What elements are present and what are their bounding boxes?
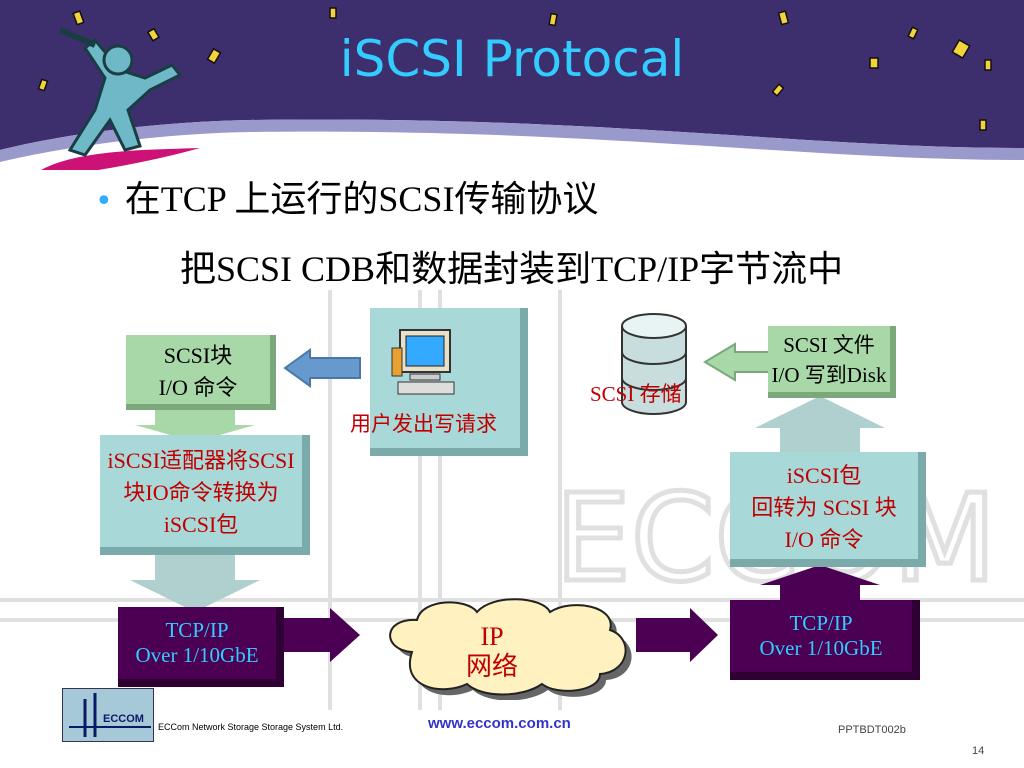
- scsi-block-line2: I/O 命令: [158, 374, 238, 400]
- tcp-right-line1: TCP/IP: [789, 611, 853, 635]
- user-request-label: 用户发出写请求: [350, 412, 497, 436]
- down-arrow-2: [130, 552, 260, 612]
- tcp-left-line2: Over 1/10GbE: [135, 643, 259, 667]
- right-arrow-2: [636, 608, 718, 662]
- adapter-line1: iSCSI适配器将SCSI: [107, 448, 295, 473]
- slide-title: iSCSI Protocal: [339, 30, 685, 88]
- tcp-left-line1: TCP/IP: [165, 618, 229, 642]
- right-arrow-1: [282, 608, 360, 662]
- iscsi-adapter-box: iSCSI适配器将SCSI 块IO命令转换为 iSCSI包: [100, 435, 310, 555]
- packet-line1: iSCSI包: [786, 462, 862, 488]
- tcp-right-line2: Over 1/10GbE: [759, 636, 883, 660]
- cloud-line1: IP: [480, 622, 504, 651]
- company-name: ECCom Network Storage Storage System Ltd…: [158, 722, 344, 732]
- scsi-block-line1: SCSI块: [163, 342, 233, 368]
- scsi-file-line2: I/O 写到Disk: [771, 363, 887, 387]
- storage-cylinder-icon: [621, 313, 687, 415]
- scsi-file-io-box: SCSI 文件 I/O 写到Disk: [768, 326, 896, 398]
- scsi-file-line1: SCSI 文件: [783, 333, 875, 357]
- adapter-line3: iSCSI包: [163, 512, 239, 537]
- website-link[interactable]: www.eccom.com.cn: [428, 715, 571, 732]
- adapter-line2: 块IO命令转换为: [123, 480, 279, 505]
- confetti-icon: [37, 7, 992, 131]
- scsi-storage-label: SCSI 存储: [590, 382, 682, 406]
- subtitle-text: 把SCSI CDB和数据封装到TCP/IP字节流中: [180, 249, 844, 289]
- bullet-item: • 在TCP 上运行的SCSI传输协议: [95, 170, 598, 222]
- page-number: 14: [972, 745, 985, 757]
- up-arrow-1: [755, 396, 885, 455]
- up-arrow-2: [760, 565, 880, 602]
- scsi-block-cmd-box: SCSI块 I/O 命令: [126, 335, 276, 410]
- down-arrow-1: [135, 408, 255, 442]
- surfer-icon: [41, 27, 200, 170]
- company-logo: ECCOM: [62, 688, 154, 742]
- iscsi-packet-box: iSCSI包回转为 SCSI 块 I/O 命令: [730, 452, 926, 567]
- packet-line3: I/O 命令: [784, 526, 864, 552]
- computer-icon: [391, 329, 455, 395]
- bullet-text: 在TCP 上运行的SCSI传输协议: [124, 179, 599, 219]
- packet-line2: 回转为 SCSI 块: [751, 494, 897, 520]
- header-banner: [0, 0, 1024, 170]
- left-arrow: [283, 348, 361, 388]
- cloud-line2: 网络: [465, 652, 518, 681]
- logo-icon: [69, 693, 151, 737]
- logo-text: ECCOM: [103, 713, 144, 725]
- document-code: PPTBDT002b: [838, 724, 906, 736]
- bullet-icon: •: [95, 184, 113, 219]
- ip-network-cloud: [389, 598, 632, 700]
